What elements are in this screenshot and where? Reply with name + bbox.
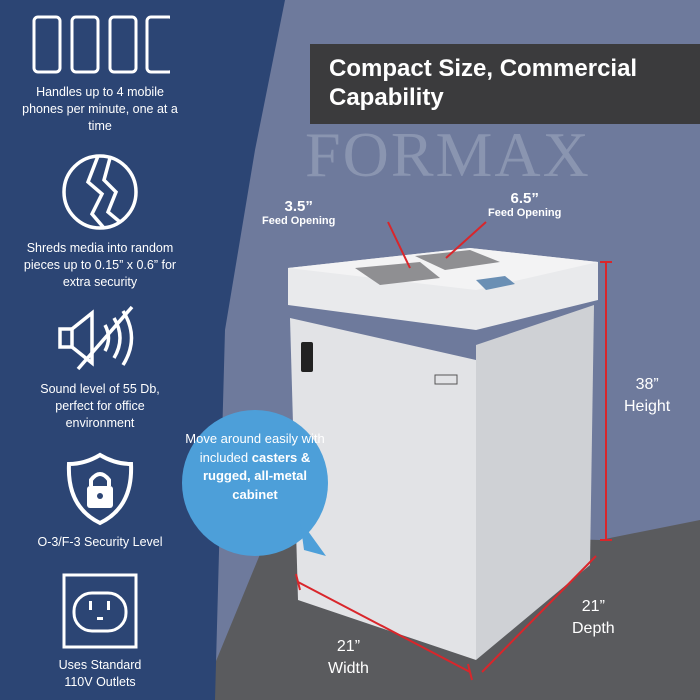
feed-label: Feed Opening: [262, 215, 336, 227]
feed-label: Feed Opening: [488, 207, 562, 219]
feature-phones: Handles up to 4 mobile phones per minute…: [0, 14, 200, 135]
door-handle: [301, 342, 313, 372]
formax-watermark: FORMAX: [305, 119, 591, 190]
dimension-label: Height: [624, 398, 671, 415]
shredder-image: [288, 248, 598, 660]
dimension-value: 21”: [581, 598, 605, 615]
height-dimension: 38” Height: [624, 374, 670, 418]
callout-text: Move around easily with included: [185, 431, 325, 465]
dimension-value: 21”: [336, 638, 361, 655]
broken-disc-icon: [62, 154, 138, 230]
callout-tail: [300, 520, 326, 556]
muted-speaker-icon: [58, 305, 134, 371]
depth-dimension: 21” Depth: [572, 596, 615, 640]
feed-size: 6.5”: [510, 190, 539, 207]
width-dimension: 21” Width: [328, 636, 369, 680]
headline: Compact Size, Commercial Capability: [310, 44, 700, 124]
feature-text: Sound level of 55 Db, perfect for office…: [40, 382, 160, 430]
feature-shred: Shreds media into random pieces up to 0.…: [0, 152, 200, 291]
feature-text: Shreds media into random pieces up to 0.…: [23, 241, 177, 289]
dimension-value: 38”: [635, 376, 659, 393]
feature-outlet: Uses Standard 110V Outlets: [0, 573, 200, 691]
outlet-icon: [62, 573, 138, 649]
feature-text: O-3/F-3 Security Level: [37, 535, 163, 549]
dimension-lines: [295, 221, 612, 681]
feed-large-label: 6.5” Feed Opening: [488, 190, 561, 219]
phones-icon: [32, 15, 170, 74]
dimension-label: Depth: [572, 620, 615, 637]
shield-lock-icon: [66, 452, 134, 526]
feature-text: Handles up to 4 mobile phones per minute…: [22, 85, 178, 133]
feed-size: 3.5”: [284, 198, 313, 215]
dimension-label: Width: [328, 660, 369, 677]
feature-text: Uses Standard 110V Outlets: [58, 658, 142, 689]
feed-small-label: 3.5” Feed Opening: [262, 198, 335, 227]
feature-sound: Sound level of 55 Db, perfect for office…: [0, 303, 200, 432]
feature-security: O-3/F-3 Security Level: [0, 452, 200, 551]
callout-bold-text: casters & rugged, all-metal cabinet: [202, 449, 311, 502]
